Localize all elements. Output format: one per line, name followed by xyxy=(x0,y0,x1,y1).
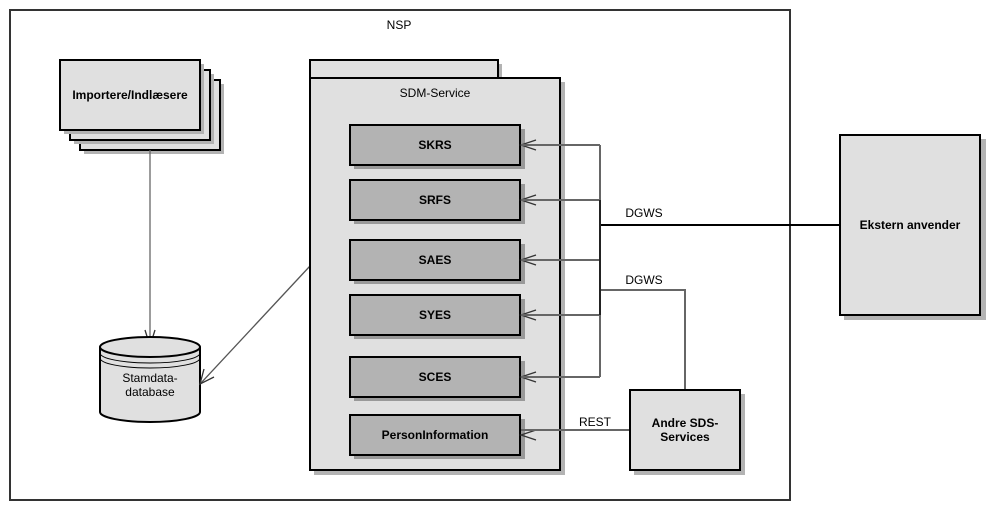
service-label: SCES xyxy=(419,370,452,384)
database-label-line1: Stamdata- xyxy=(122,371,177,385)
dgws-other-label: DGWS xyxy=(625,273,662,287)
importers-label: Importere/Indlæsere xyxy=(72,88,188,102)
dgws-bus xyxy=(521,144,686,431)
service-sces[interactable]: SCES xyxy=(349,356,537,401)
external-user-label: Ekstern anvender xyxy=(860,218,961,232)
service-saes[interactable]: SAES xyxy=(349,239,537,284)
other-sds-services[interactable]: Andre SDS- Services xyxy=(629,389,745,475)
dgws-external-label: DGWS xyxy=(625,206,662,220)
sdm-service-label: SDM-Service xyxy=(400,86,471,100)
service-label: SKRS xyxy=(418,138,451,152)
service-syes[interactable]: SYES xyxy=(349,294,537,339)
service-label: PersonInformation xyxy=(382,428,489,442)
arrowhead-icon xyxy=(518,429,537,441)
nsp-label: NSP xyxy=(387,18,412,32)
service-srfs[interactable]: SRFS xyxy=(349,179,537,224)
database-label-line2: database xyxy=(125,385,175,399)
external-user[interactable]: Ekstern anvender xyxy=(839,134,986,320)
other-services-label-line2: Services xyxy=(660,430,710,444)
sdm-to-database-edge xyxy=(200,265,311,384)
rest-label: REST xyxy=(579,415,612,429)
service-label: SYES xyxy=(419,308,451,322)
other-services-label-line1: Andre SDS- xyxy=(652,416,719,430)
service-label: SRFS xyxy=(419,193,451,207)
stamdata-database[interactable]: Stamdata- database xyxy=(99,336,201,423)
service-personinformation[interactable]: PersonInformation xyxy=(349,414,537,459)
service-skrs[interactable]: SKRS xyxy=(349,124,537,169)
importers-stack[interactable]: Importere/Indlæsere xyxy=(59,59,224,154)
service-label: SAES xyxy=(419,253,452,267)
arrowhead-icon xyxy=(199,368,215,386)
